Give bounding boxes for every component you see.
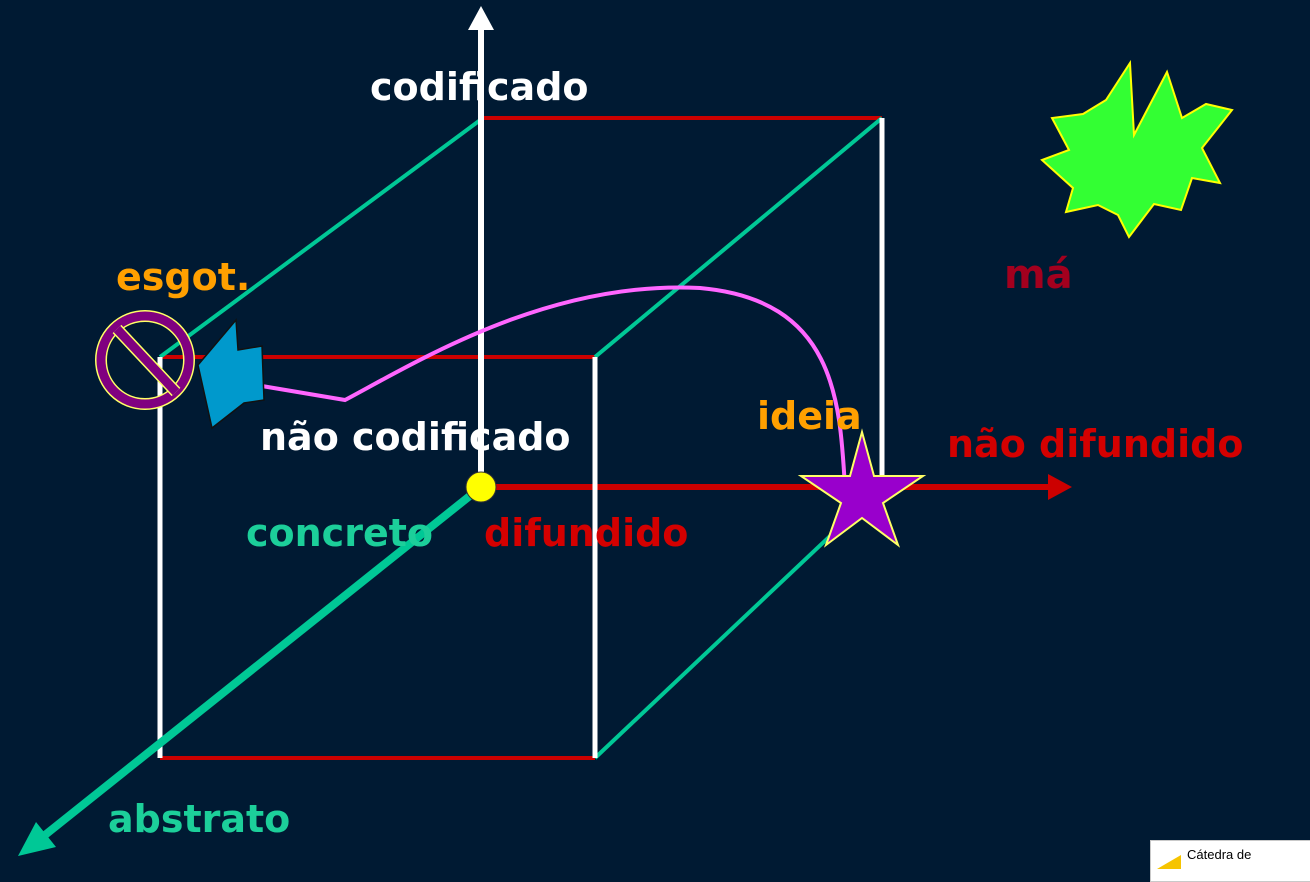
label-ma: má xyxy=(1004,252,1073,298)
abstraction-axis-arrowhead xyxy=(18,822,56,856)
origin-node xyxy=(465,471,497,503)
label-esgot: esgot. xyxy=(116,255,251,299)
idea-star-icon xyxy=(797,428,927,548)
top-left-diagonal-edge xyxy=(158,116,485,359)
codification-axis-arrowhead xyxy=(468,6,494,30)
abstraction-axis xyxy=(42,483,484,839)
blue-arrow-icon xyxy=(197,318,265,430)
logo-text: Cátedra de xyxy=(1187,847,1252,862)
prohibition-icon xyxy=(95,310,195,410)
label-codificado: codificado xyxy=(370,65,589,109)
burst-icon xyxy=(1040,59,1234,239)
label-abstrato: abstrato xyxy=(108,797,291,841)
label-concreto: concreto xyxy=(246,511,433,555)
learning-path-curve xyxy=(249,285,847,489)
label-nao-difundido: não difundido xyxy=(947,422,1244,466)
label-difundido: difundido xyxy=(484,511,689,555)
logo-mark-icon xyxy=(1157,855,1181,869)
diffusion-axis-arrowhead xyxy=(1048,474,1072,500)
label-ideia: ideia xyxy=(757,394,862,438)
label-nao-codificado: não codificado xyxy=(260,415,571,459)
top-right-diagonal-edge xyxy=(593,116,884,359)
chair-logo: Cátedra de xyxy=(1150,840,1310,882)
